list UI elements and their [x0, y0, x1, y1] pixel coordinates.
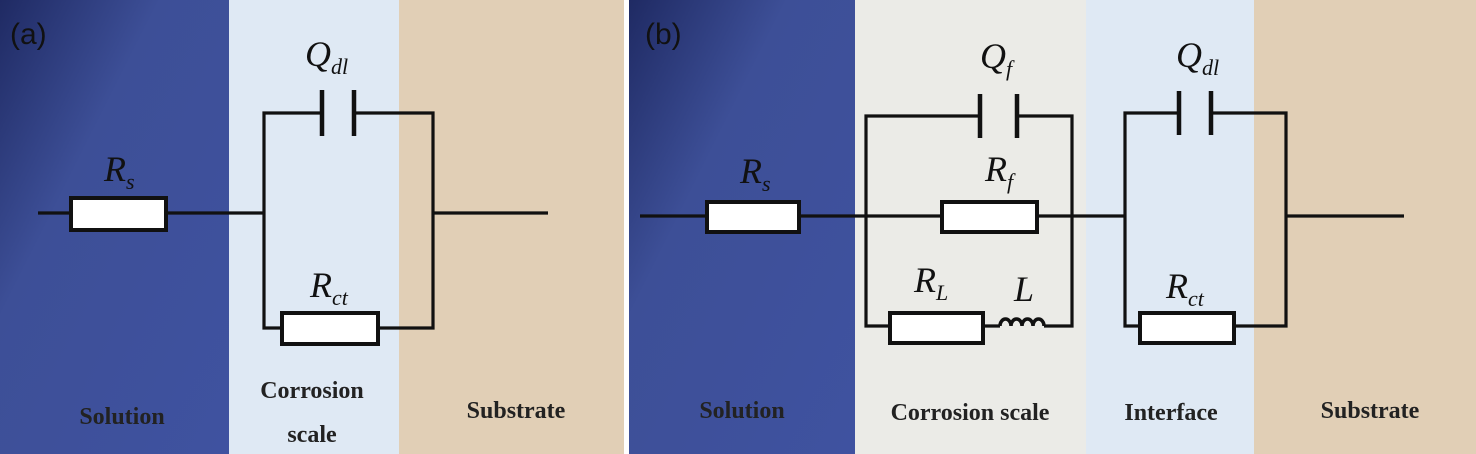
panel-b-rl-resistor: [888, 311, 985, 345]
panel-b-substrate-region: [1254, 0, 1476, 454]
panel-b-rct-resistor: [1138, 311, 1236, 345]
panel-b-interface-right-rail: [1211, 111, 1288, 328]
panel-a: (a) Rs Qdl Rct Solution Corrosion scale …: [0, 0, 624, 454]
panel-b-interface-label: Interface: [1124, 400, 1218, 426]
panel-b-interface-left-rail: [1123, 111, 1179, 328]
panel-gap: [624, 0, 629, 454]
panel-b-qdl-label: Qdl: [1176, 35, 1219, 80]
panel-b-rs-resistor: [705, 200, 801, 234]
panel-b-rl-label: RL: [913, 260, 948, 305]
panel-a-solution-label: Solution: [79, 404, 164, 430]
panel-b-l-inductor: [998, 317, 1046, 327]
panel-b-solution-label: Solution: [699, 398, 784, 424]
panel-b-interface-region: [1086, 0, 1254, 454]
panel-b-label: (b): [645, 18, 682, 51]
panel-a-corrosion-label-line2: scale: [287, 422, 337, 448]
panel-b-scale-right-rail: [1017, 114, 1074, 328]
panel-b-rct-label: Rct: [1165, 266, 1205, 311]
panel-b-qf-label: Qf: [980, 36, 1015, 81]
panel-a-right-rail: [354, 111, 435, 330]
panel-a-left-rail: [262, 111, 322, 330]
panel-b-rf-resistor: [940, 200, 1039, 234]
panel-b: (b) Rs Qf Rf RL L Qdl Rct Solution Cor: [629, 0, 1476, 454]
panel-a-corrosion-label-line1: Corrosion: [260, 378, 364, 404]
panel-a-corrosion-scale-region: [229, 0, 399, 454]
panel-a-rct-resistor: [280, 311, 380, 346]
panel-a-rct-label: Rct: [309, 265, 349, 310]
panel-a-label: (a): [10, 18, 47, 51]
panel-a-qdl-label: Qdl: [305, 34, 348, 79]
panel-a-substrate-region: [399, 0, 624, 454]
panel-b-rf-label: Rf: [984, 149, 1016, 194]
panel-b-corrosion-label: Corrosion scale: [891, 400, 1050, 426]
panel-b-rs-label: Rs: [739, 151, 771, 196]
panel-b-substrate-label: Substrate: [1321, 398, 1420, 424]
panel-b-scale-left-rail: [864, 114, 980, 328]
panel-b-l-label: L: [1013, 269, 1034, 309]
panel-a-rs-resistor: [69, 196, 168, 232]
panel-a-rs-label: Rs: [103, 149, 135, 194]
panel-a-substrate-label: Substrate: [467, 398, 566, 424]
